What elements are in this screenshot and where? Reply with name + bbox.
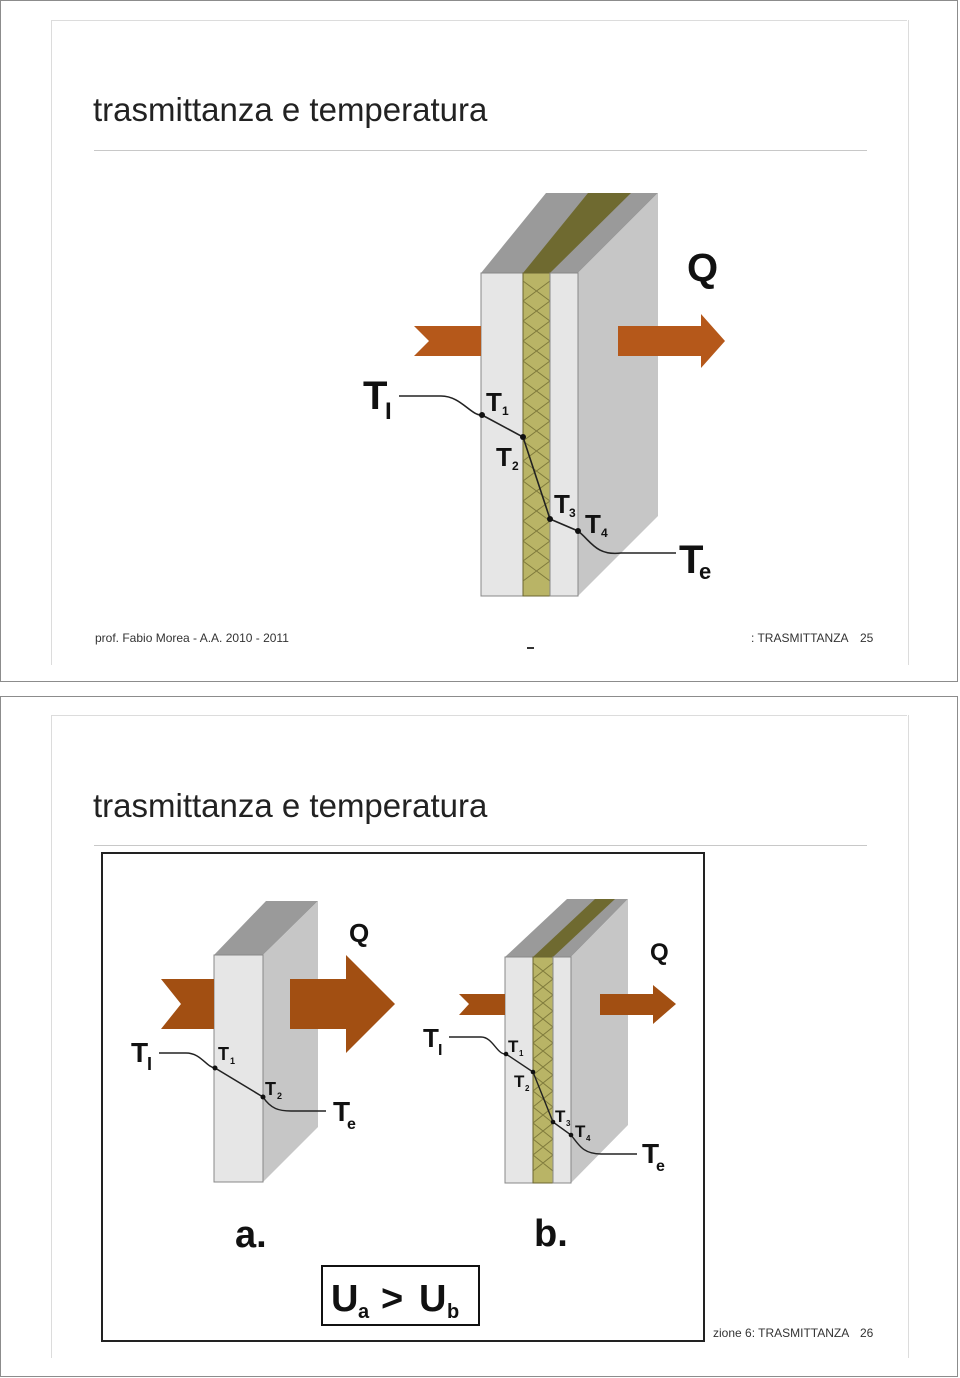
page-number: 25 [860, 631, 874, 645]
heat-flow-label: Q [687, 246, 718, 290]
insulation-hatch [522, 280, 551, 582]
wall-a-t-ext-label: T [333, 1096, 350, 1127]
t-ext-label: T [679, 538, 703, 582]
wall-b-side-face [571, 899, 628, 1183]
wall-b-t1-label: T [508, 1037, 519, 1056]
wall-a-inflow-arrow [161, 979, 214, 1029]
t3-sub: 3 [569, 506, 576, 520]
wall-b-t4-sub: 4 [586, 1134, 591, 1143]
wall-a-heat-flow-label: Q [349, 918, 369, 948]
slide-inner-border-left [51, 20, 52, 665]
wall-b-caption: b. [534, 1213, 568, 1255]
wall-b-t3-sub: 3 [566, 1119, 571, 1128]
wall-a-t-ext-sub: e [347, 1116, 356, 1133]
wall-b-t4-point [568, 1132, 574, 1138]
slide-title: trasmittanza e temperatura [93, 787, 488, 824]
t2-label: T [496, 442, 512, 472]
heat-inflow-arrow [414, 326, 481, 356]
wall-b-t2-point [530, 1069, 536, 1075]
wall-b-outflow-arrow [600, 985, 676, 1024]
wall-b-t-ext-sub: e [656, 1158, 665, 1175]
t-inner-label: T [363, 374, 387, 418]
wall-outer-layer [549, 272, 579, 597]
wall-a-t2-label: T [265, 1079, 276, 1099]
wall-a-t1-label: T [218, 1044, 229, 1064]
slide-inner-border-right [908, 20, 909, 665]
t4-point [575, 528, 581, 534]
wall-temperature-diagram: Q T I T 1 T 2 T 3 T 4 T e [363, 193, 725, 597]
wall-b-t2-label: T [514, 1072, 525, 1091]
wall-a-t2-sub: 2 [277, 1091, 282, 1101]
slide-title: trasmittanza e temperatura [93, 91, 488, 128]
t2-sub: 2 [512, 459, 519, 473]
comparison-u-b: U [419, 1278, 446, 1320]
t1-label: T [486, 387, 502, 417]
wall-b-t-inner-sub: I [438, 1042, 442, 1059]
t2-point [520, 434, 526, 440]
wall-b-insulation-layer [532, 956, 554, 1184]
comparison-sub-a: a [358, 1301, 370, 1323]
wall-a-front-face [213, 954, 264, 1183]
wall-b-t1-point [503, 1051, 509, 1057]
wall-b-heat-flow-label: Q [650, 939, 669, 966]
slide-inner-border-left [51, 715, 52, 1358]
wall-comparison-diagram: Q T I T 1 T 2 T e a. Q T I T 1 T 2 T 3 [101, 852, 705, 1342]
t-ext-sub: e [699, 559, 711, 584]
t-inner-sub: I [385, 398, 392, 425]
footer-section: : TRASMITTANZA [751, 631, 849, 645]
insulation-layer [522, 272, 551, 597]
wall-b-t2-sub: 2 [525, 1084, 530, 1093]
wall-b-t-ext-label: T [642, 1138, 659, 1169]
title-divider [94, 845, 867, 846]
wall-b-t4-label: T [575, 1122, 586, 1141]
wall-inner-layer [480, 272, 524, 597]
t3-point [547, 516, 553, 522]
slide-26: trasmittanza e temperatura Q T I T 1 T 2… [0, 696, 958, 1377]
wall-b-t3-point [550, 1119, 556, 1125]
t3-label: T [554, 489, 570, 519]
comparison-u-a: U [331, 1278, 358, 1320]
title-divider [94, 150, 867, 151]
t1-point [479, 412, 485, 418]
slide-inner-border-right [908, 715, 909, 1358]
t4-label: T [585, 509, 601, 539]
wall-a-t-inner-sub: I [147, 1054, 152, 1074]
wall-b-outer-layer [552, 956, 572, 1184]
wall-a-t1-point [212, 1065, 218, 1071]
comparison-sub-b: b [447, 1301, 459, 1323]
wall-a-t1-sub: 1 [230, 1056, 235, 1066]
wall-a-t-inner-label: T [131, 1037, 148, 1068]
wall-a-outflow-arrow [290, 955, 395, 1053]
wall-a-temperature-profile [159, 1052, 326, 1112]
slide-25: trasmittanza e temperatura Q T I T 1 T 2 [0, 0, 958, 682]
footer-author: prof. Fabio Morea - A.A. 2010 - 2011 [95, 631, 289, 645]
heat-outflow-arrow [618, 314, 725, 368]
wall-side-face [578, 193, 658, 596]
page-number: 26 [860, 1326, 874, 1340]
wall-b-t3-label: T [555, 1107, 566, 1126]
wall-b-inflow-arrow [459, 994, 505, 1015]
wall-b-insulation-hatch [532, 962, 554, 1172]
footer-separator [527, 647, 534, 649]
insulation-top-face [523, 193, 631, 273]
t1-sub: 1 [502, 404, 509, 418]
footer-section: zione 6: TRASMITTANZA [713, 1326, 850, 1340]
comparison-operator: > [381, 1278, 403, 1320]
slide-inner-border [51, 20, 907, 21]
wall-b-insulation-top-face [533, 899, 615, 957]
wall-a-caption: a. [235, 1214, 267, 1256]
wall-b-temperature-profile [449, 1036, 637, 1155]
wall-a-t2-point [260, 1094, 266, 1100]
comparison-box [321, 1265, 480, 1326]
temperature-profile-line [399, 395, 676, 555]
wall-b-t-inner-label: T [423, 1023, 439, 1053]
wall-b-inner-layer [504, 956, 534, 1184]
wall-b-t1-sub: 1 [519, 1049, 524, 1058]
wall-a-top-face [214, 901, 318, 955]
slide-inner-border [51, 715, 907, 716]
t4-sub: 4 [601, 526, 608, 540]
